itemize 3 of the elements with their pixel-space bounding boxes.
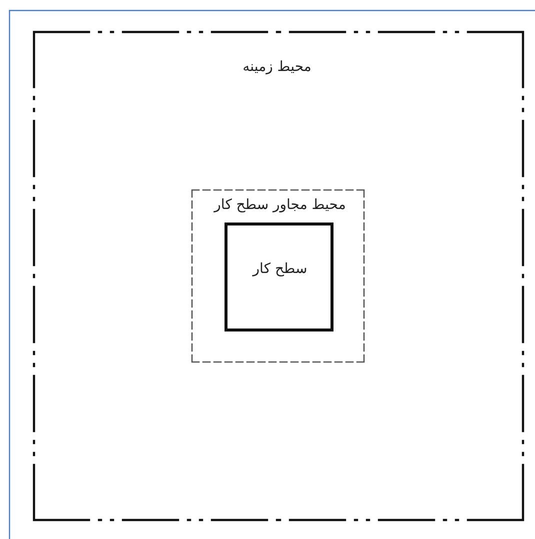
label: محیط مجاور سطح کار	[214, 196, 346, 214]
label: محیط زمینه	[242, 58, 312, 76]
label: سطح کار	[252, 260, 308, 278]
